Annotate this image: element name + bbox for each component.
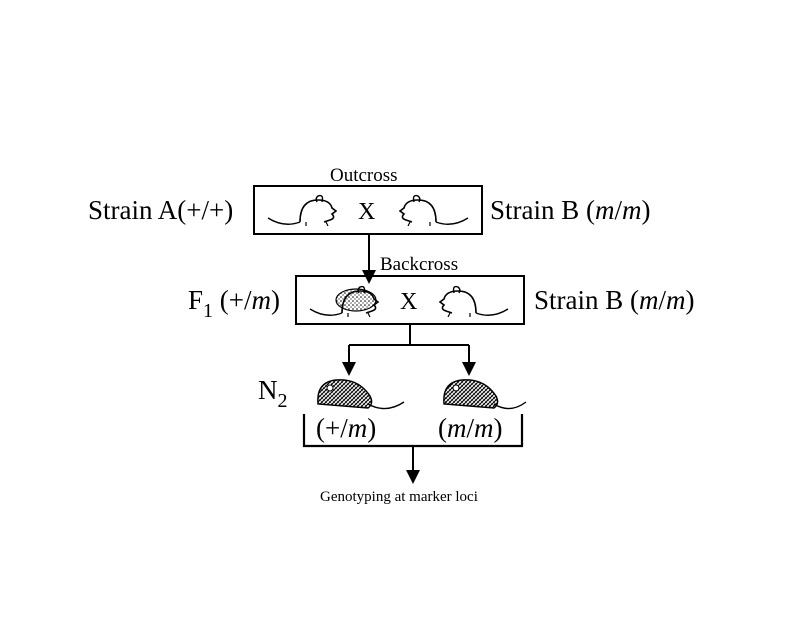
mouse-icon	[439, 285, 509, 318]
outcross-label: Outcross	[330, 165, 398, 186]
mouse-icon	[443, 379, 527, 410]
cross-symbol: X	[358, 199, 376, 225]
mouse-icon	[399, 194, 469, 227]
offspring-left-genotype: (+/m)	[316, 413, 377, 443]
mouse-icon	[317, 379, 405, 410]
offspring-right-genotype: (m/m)	[438, 413, 503, 443]
n2-label: N2	[258, 375, 288, 412]
mouse-icon	[309, 285, 379, 318]
mouse-icon	[267, 194, 337, 227]
arrow-down-icon	[462, 362, 476, 376]
f1-label: F1 (+/m)	[188, 285, 281, 322]
strain-a-label: Strain A(+/+)	[88, 195, 234, 225]
genotyping-label: Genotyping at marker loci	[320, 489, 478, 505]
strain-b-mid-label: Strain B (m/m)	[534, 285, 695, 315]
arrow-down-icon	[406, 470, 420, 484]
backcross-label: Backcross	[380, 254, 459, 275]
arrow-down-icon	[342, 362, 356, 376]
strain-b-top-label: Strain B (m/m)	[490, 195, 651, 225]
cross-symbol: X	[400, 289, 418, 315]
